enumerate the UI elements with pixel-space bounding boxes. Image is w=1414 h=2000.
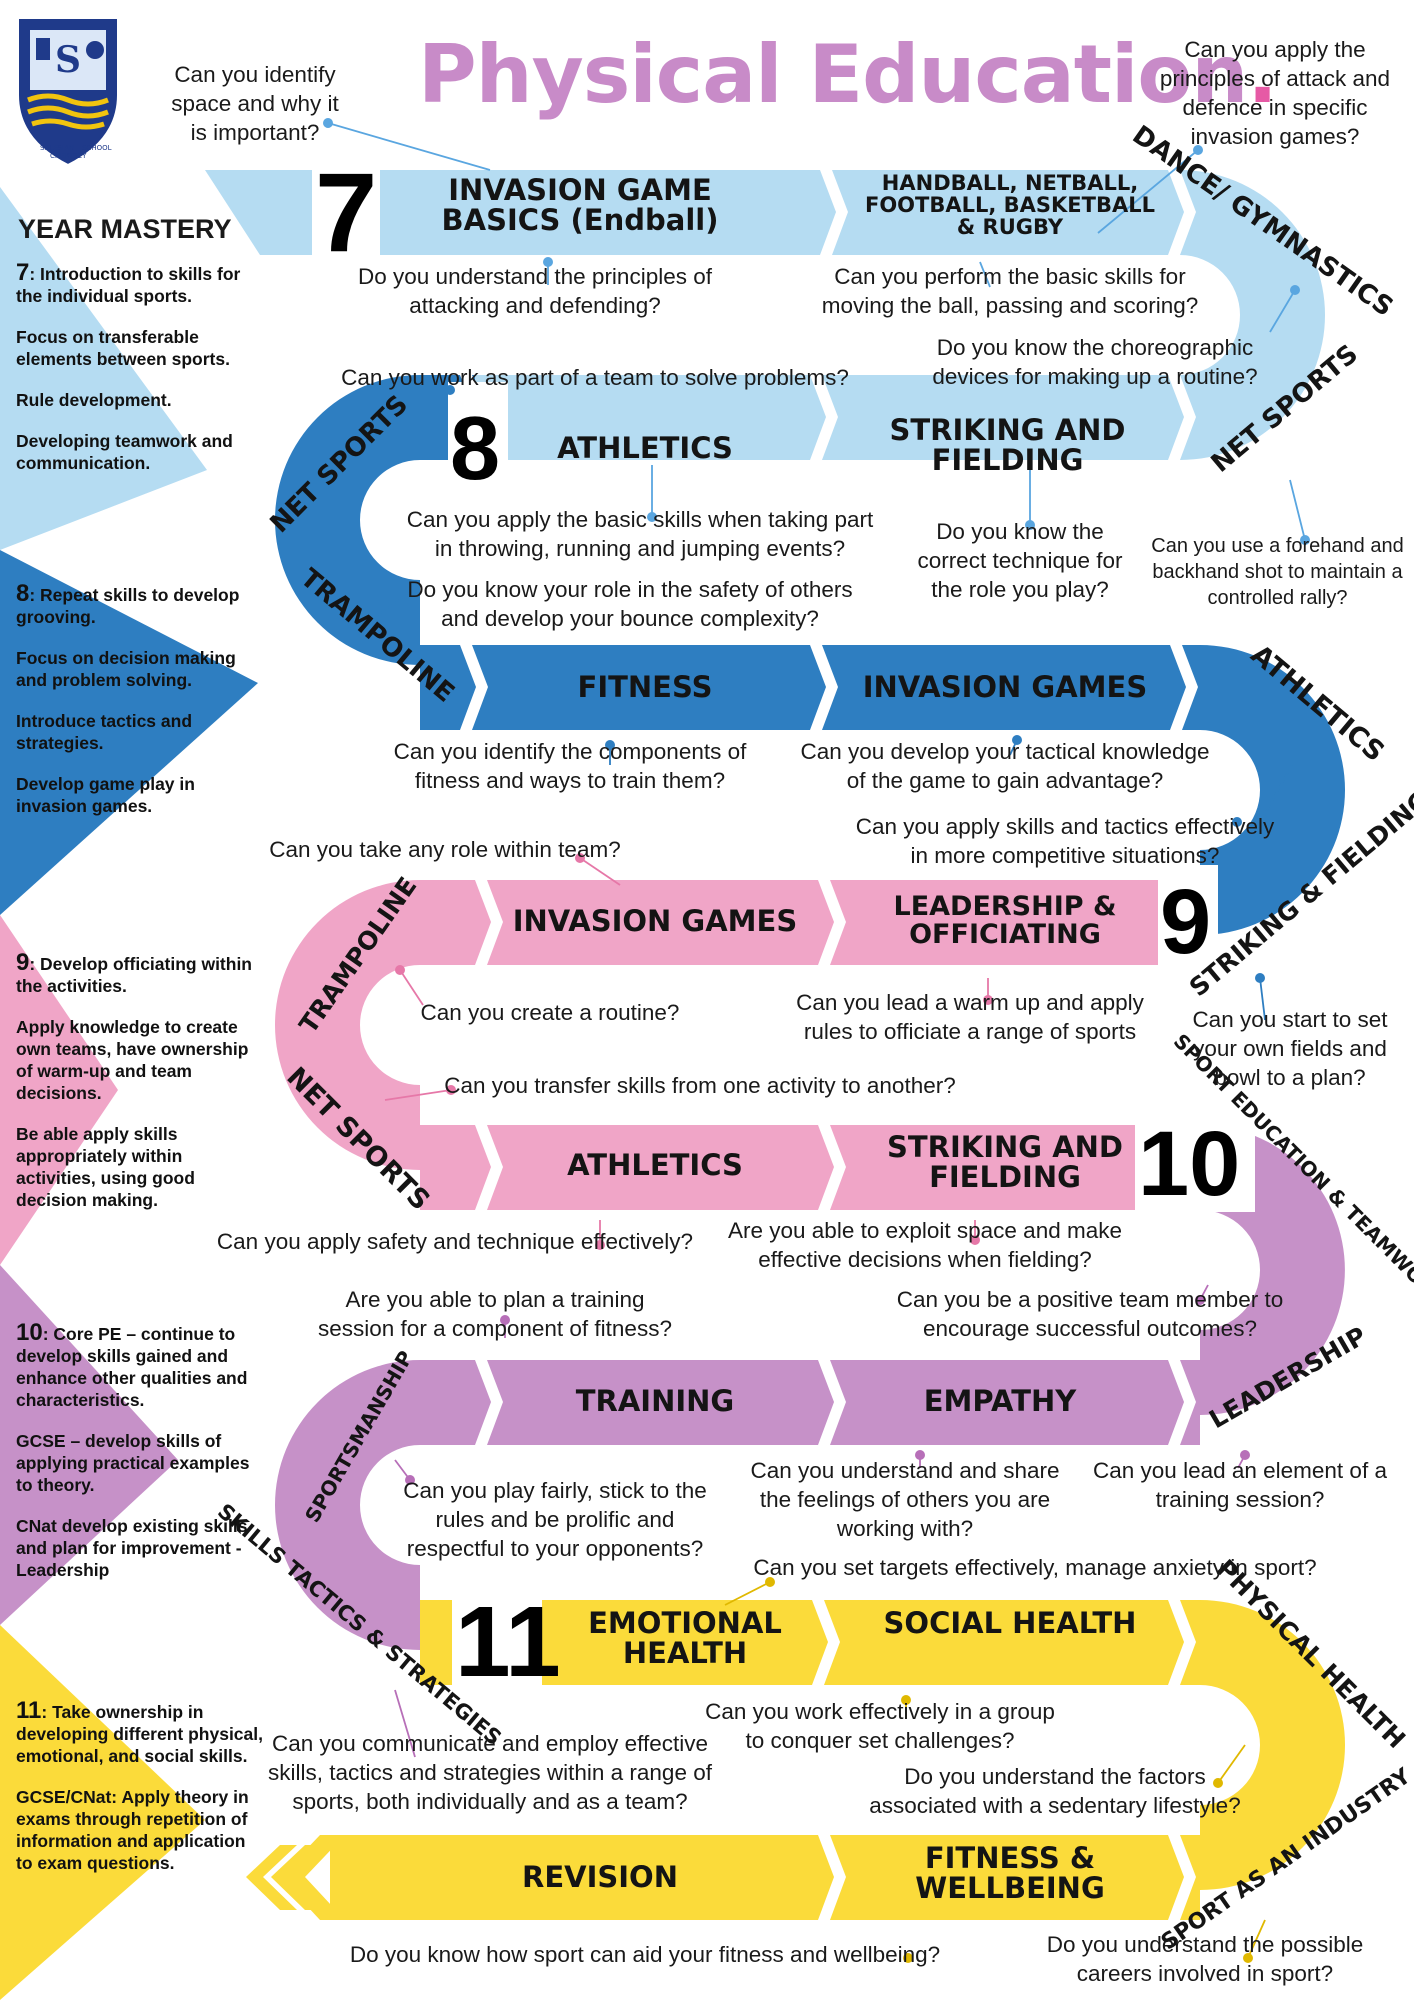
- sidebar-triangle-y8: [0, 550, 258, 915]
- sidebar-y10: 10: Core PE – continue to develop skills…: [16, 1319, 250, 1581]
- segment-invasion-8: INVASION GAMES: [862, 670, 1148, 704]
- chevron-3: [246, 1845, 297, 1910]
- question-tactical: Can you develop your tactical knowledge …: [800, 739, 1210, 793]
- question-fitness-components: Can you identify the components of fitne…: [393, 739, 747, 793]
- question-choreographic: Do you know the choreographic devices fo…: [932, 335, 1258, 389]
- band-row7-y11: [420, 1600, 1200, 1685]
- question-attack-defence: Can you apply the principles of attack a…: [1159, 37, 1391, 149]
- question-plan-training: Are you able to plan a training session …: [318, 1287, 672, 1341]
- question-play-fairly: Can you play fairly, stick to the rules …: [403, 1478, 707, 1561]
- question-warm-up: Can you lead a warm up and apply rules t…: [796, 990, 1144, 1044]
- question-communicate: Can you communicate and employ effective…: [268, 1731, 712, 1814]
- segment-striking-8: STRIKING AND FIELDING: [889, 413, 1126, 478]
- question-forehand: Can you use a forehand and backhand shot…: [1151, 535, 1404, 609]
- sidebar-triangle-y11: [0, 1625, 205, 2000]
- question-team-member: Can you be a positive team member to enc…: [896, 1287, 1284, 1341]
- question-sport-fitness: Do you know how sport can aid your fitne…: [349, 1942, 941, 1967]
- question-targets-anxiety: Can you set targets effectively, manage …: [753, 1555, 1317, 1580]
- band-row6-y10: [420, 1360, 1200, 1445]
- svg-text:SCHOOL: SCHOOL: [82, 144, 112, 152]
- sidebar-y7: 7: Introduction to skills for the indivi…: [16, 259, 241, 474]
- sidebar-y11: 11: Take ownership in developing differe…: [16, 1697, 263, 1874]
- segment-fitness-8: FITNESS: [577, 670, 713, 704]
- band-row4-y9: [420, 880, 1180, 965]
- segment-invasion-9: INVASION GAMES: [512, 904, 798, 938]
- segment-fitness-wellbeing: FITNESS & WELLBEING: [915, 1841, 1105, 1906]
- question-feelings: Can you understand and share the feeling…: [750, 1458, 1060, 1541]
- question-routine: Can you create a routine?: [420, 1000, 680, 1025]
- sidebar-y9: 9: Develop officiating within the activi…: [16, 949, 252, 1211]
- question-exploit-space: Are you able to exploit space and make e…: [728, 1218, 1122, 1272]
- band-row5-y9: [420, 1125, 1160, 1210]
- segment-handball: HANDBALL, NETBALL, FOOTBALL, BASKETBALL …: [864, 171, 1156, 240]
- sidebar-triangle-y10: [0, 1265, 178, 1625]
- band-row1-y7: [205, 170, 1180, 255]
- page-title: Physical Education.: [418, 28, 1278, 121]
- segment-leadership-9: LEADERSHIP & OFFICIATING: [893, 891, 1117, 951]
- year-8-number: 8: [450, 399, 501, 499]
- band-row8-y11: [330, 1835, 1200, 1920]
- question-any-role: Can you take any role within team?: [269, 837, 621, 862]
- svg-text:CHERTSEY: CHERTSEY: [50, 152, 87, 160]
- question-careers: Do you understand the possible careers i…: [1046, 1932, 1364, 1986]
- segment-striking-9b: STRIKING AND FIELDING: [886, 1130, 1123, 1195]
- curve-right-3: [1200, 645, 1345, 935]
- year-10-number: 10: [1138, 1113, 1241, 1215]
- curve-right-7: [1200, 1600, 1345, 1890]
- question-group-challenges: Can you work effectively in a group to c…: [705, 1699, 1055, 1753]
- segment-revision: REVISION: [522, 1860, 678, 1894]
- question-safety-bounce: Do you know your role in the safety of o…: [407, 577, 853, 631]
- segment-athletics-9: ATHLETICS: [567, 1148, 743, 1182]
- question-technique: Do you know the correct technique for th…: [917, 519, 1123, 602]
- sidebar-triangle-y7: [0, 187, 207, 550]
- curve-left-6: [275, 1360, 420, 1650]
- question-competitive: Can you apply skills and tactics effecti…: [855, 814, 1275, 868]
- question-basic-skills: Can you perform the basic skills for mov…: [821, 264, 1199, 318]
- question-transfer-skills: Can you transfer skills from one activit…: [444, 1073, 956, 1098]
- question-lead-training: Can you lead an element of a training se…: [1093, 1458, 1387, 1512]
- sidebar-triangle-y9: [0, 915, 118, 1265]
- svg-text:SALESIAN: SALESIAN: [40, 144, 74, 152]
- question-teamwork: Can you work as part of a team to solve …: [341, 365, 849, 390]
- question-identify-space: Can you identify space and why it is imp…: [171, 62, 339, 145]
- question-sedentary: Do you understand the factors associated…: [869, 1764, 1241, 1818]
- chevron-2: [271, 1845, 322, 1910]
- segment-social-health: SOCIAL HEALTH: [883, 1606, 1137, 1640]
- year-9-number: 9: [1160, 871, 1212, 973]
- question-principles: Do you understand the principles of atta…: [358, 264, 712, 318]
- question-athletics-skills: Can you apply the basic skills when taki…: [406, 507, 874, 561]
- segment-emotional-health: EMOTIONAL HEALTH: [588, 1606, 782, 1671]
- segment-training: TRAINING: [575, 1384, 735, 1418]
- band-row3-y8: [420, 645, 1200, 730]
- year-11-number: 11: [455, 1586, 561, 1698]
- year-mastery-heading: YEAR MASTERY: [18, 214, 232, 244]
- curve-left-2: [275, 375, 420, 665]
- question-safety-technique: Can you apply safety and technique effec…: [216, 1229, 694, 1254]
- segment-empathy: EMPATHY: [923, 1384, 1077, 1418]
- curve-left-4: [275, 880, 420, 1170]
- segment-athletics-8: ATHLETICS: [557, 431, 733, 465]
- svg-text:S: S: [55, 39, 81, 81]
- school-logo: S SALESIAN SCHOOL CHERTSEY: [17, 17, 119, 167]
- question-set-fields: Can you start to set your own fields and…: [1192, 1007, 1388, 1090]
- sidebar-y8: 8: Repeat skills to develop grooving. Fo…: [16, 580, 240, 817]
- year-7-number: 7: [315, 150, 378, 275]
- segment-invasion-basics: INVASION GAME BASICS (Endball): [441, 173, 719, 238]
- curve-right-1: [1180, 170, 1325, 460]
